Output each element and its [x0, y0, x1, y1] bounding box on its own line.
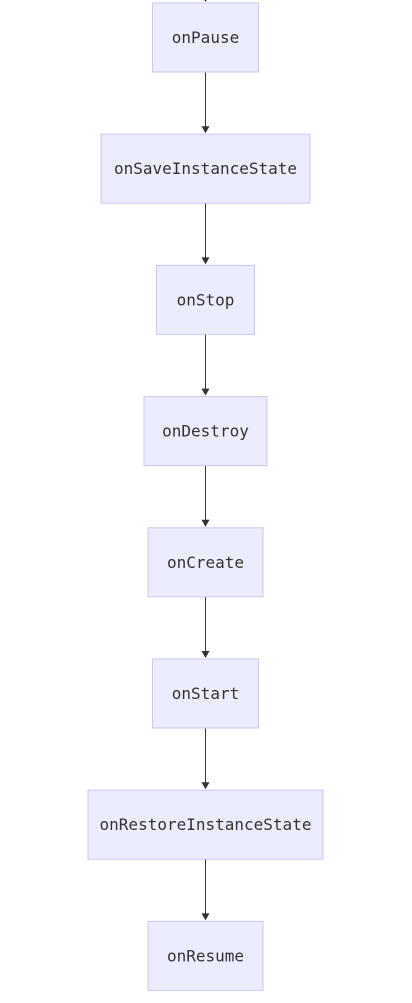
edge-on-pause-to-on-save-instance-state: [201, 72, 210, 134]
edge-on-destroy-to-on-create: [201, 465, 210, 527]
node-label: onResume: [167, 946, 244, 965]
arrowhead: [201, 257, 210, 265]
node-box: [156, 264, 255, 335]
node-label: onStop: [177, 290, 235, 309]
node-box: [87, 789, 324, 860]
node-on-restore-instance-state: onRestoreInstanceState: [87, 789, 324, 860]
arrowhead: [201, 913, 210, 921]
node-label: onCreate: [167, 553, 244, 572]
node-box: [143, 396, 268, 467]
node-label: onSaveInstanceState: [114, 159, 297, 178]
arrowhead: [201, 388, 210, 396]
arrowhead: [201, 782, 210, 790]
edge-on-stop-to-on-destroy: [201, 334, 210, 396]
node-label: onStart: [172, 684, 239, 703]
node-on-stop: onStop: [156, 264, 255, 335]
edge-on-save-instance-state-to-on-stop: [201, 203, 210, 265]
nodes-layer: onPause onSaveInstanceState onStop onDestro…: [87, 2, 324, 991]
arrowhead: [201, 126, 210, 134]
arrowhead: [201, 519, 210, 527]
node-label: onDestroy: [162, 422, 249, 441]
node-box: [147, 527, 264, 598]
node-on-pause: onPause: [152, 2, 259, 73]
node-box: [147, 920, 264, 991]
node-on-create: onCreate: [147, 527, 264, 598]
node-on-resume: onResume: [147, 920, 264, 991]
edge-on-create-to-on-start: [201, 596, 210, 658]
node-label: onPause: [172, 28, 239, 47]
edges-layer: [201, 0, 210, 921]
arrowhead: [204, 0, 207, 2]
arrowhead: [201, 651, 210, 658]
edge-on-start-to-on-restore-instance-state: [201, 728, 210, 790]
node-box: [152, 658, 259, 729]
node-box: [152, 2, 259, 73]
node-label: onRestoreInstanceState: [100, 815, 312, 834]
node-box: [100, 133, 311, 204]
node-on-start: onStart: [152, 658, 259, 729]
node-on-save-instance-state: onSaveInstanceState: [100, 133, 311, 204]
edge-on-restore-instance-state-to-on-resume: [201, 859, 210, 921]
node-on-destroy: onDestroy: [143, 396, 268, 467]
